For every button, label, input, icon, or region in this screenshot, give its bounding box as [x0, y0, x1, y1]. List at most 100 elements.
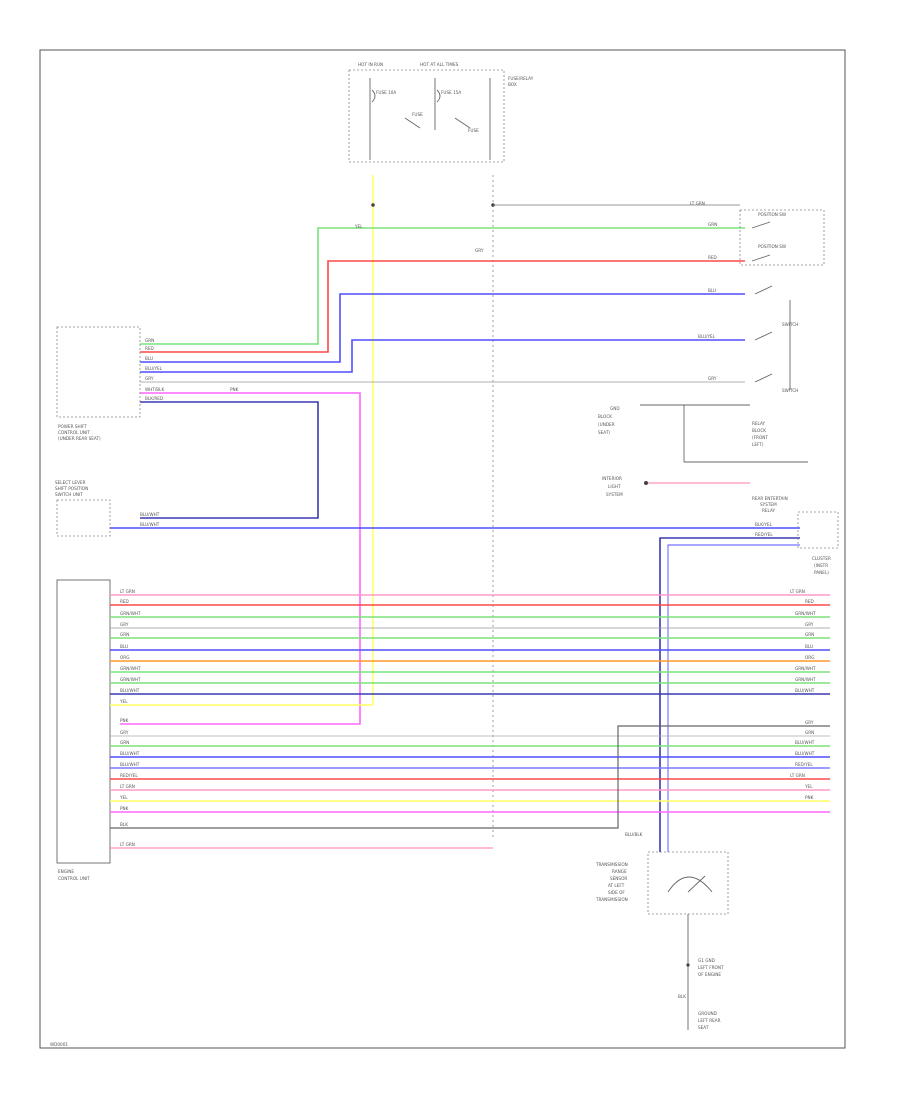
sw-label-3: SWITCH [782, 322, 798, 327]
ind-label-3: SYSTEM [606, 492, 623, 497]
gnd-label-2: BLOCK [598, 414, 612, 419]
rc-wire-1: BLK/YEL [755, 522, 773, 527]
svg-text:GRY: GRY [120, 730, 129, 735]
ss-label-2: RANGE [612, 869, 627, 874]
svg-text:BLU: BLU [120, 644, 128, 649]
relay-label-3: (FRONT [752, 435, 768, 440]
ss-label-4: AT LEFT [608, 883, 625, 888]
tr-label-4: BLU [708, 288, 716, 293]
diagram-frame [39, 49, 846, 1049]
fuse-label-4: FUSE [468, 128, 479, 133]
svg-text:GRN: GRN [805, 730, 814, 735]
svg-text:BLU/WHT: BLU/WHT [120, 751, 140, 756]
relay-label-2: BLOCK [752, 428, 766, 433]
svg-text:GROUND: GROUND [698, 1011, 717, 1016]
gnd-label-3: (UNDER [598, 422, 615, 427]
svg-text:GRY: GRY [120, 622, 129, 627]
svg-text:YEL: YEL [119, 699, 128, 704]
svg-text:GRN/WHT: GRN/WHT [120, 666, 141, 671]
sl-3: BLU [145, 356, 153, 361]
svg-text:PNK: PNK [120, 806, 129, 811]
right-unit: CLUSTER (INSTR PANEL) [812, 556, 831, 575]
svg-text:RED: RED [805, 599, 814, 604]
svg-text:OF ENGINE: OF ENGINE [698, 972, 721, 977]
sl-1: GRN [145, 338, 154, 343]
svg-text:ORG: ORG [120, 655, 129, 660]
fuse-label-1: FUSE 10A [376, 90, 396, 95]
speed-sensor: TRANSMISSION RANGE SENSOR AT LEFT SIDE O… [595, 851, 729, 1000]
ssu-wire-2: BLU/WHT [140, 522, 160, 527]
ss-label-6: TRANSMISSION [595, 897, 628, 902]
ss-label-3: SENSOR [610, 876, 627, 881]
ind-label-2: LIGHT [608, 484, 621, 489]
svg-text:RED: RED [120, 599, 129, 604]
ssu-label-1: SELECT LEVER [55, 480, 86, 485]
gnd-label-4: SEAT) [598, 430, 610, 435]
sw-label-2: POSITION SW [758, 244, 786, 249]
svg-text:G1 GND: G1 GND [698, 958, 715, 963]
gnd-label-1: GND [610, 406, 620, 411]
relay-label-4: LEFT) [752, 442, 764, 447]
shift-ctrl-label-1: POWER SHIFT [58, 424, 87, 429]
sw-label-1: POSITION SW [758, 212, 786, 217]
lower-left-labels: LT GRN RED GRN/WHT GRY GRN BLU ORG GRN/W… [119, 589, 141, 847]
power-label-4: BOX [508, 82, 517, 87]
wire-blue-down [667, 544, 800, 852]
svg-text:LT GRN: LT GRN [790, 589, 805, 594]
svg-text:BLU: BLU [805, 644, 813, 649]
svg-text:SEAT: SEAT [698, 1025, 709, 1030]
relay-label-1: RELAY [752, 421, 766, 426]
tr-label-2: GRN [708, 222, 717, 227]
misc-blk: BLK [678, 994, 686, 999]
svg-text:BLU/WHT: BLU/WHT [120, 688, 140, 693]
svg-text:GRY: GRY [805, 720, 814, 725]
right-connector: REAR ENTERTAIN SYSTEM RELAY BLK/YEL RED/… [752, 496, 839, 549]
svg-text:LT GRN: LT GRN [790, 773, 805, 778]
sl-6: WHT/BLK [145, 387, 164, 392]
sl-7: BLK/RED [145, 396, 163, 401]
svg-text:GRN/WHT: GRN/WHT [795, 666, 816, 671]
ref-code: WD0001 [50, 1042, 68, 1047]
power-label-3: FUSE/RELAY [508, 76, 534, 81]
svg-text:ORG: ORG [805, 655, 814, 660]
wire-darkblue [140, 401, 319, 519]
ru-label-3: PANEL) [814, 570, 829, 575]
svg-text:BLU/WHT: BLU/WHT [795, 751, 815, 756]
svg-text:BLK: BLK [120, 822, 128, 827]
svg-text:BLU/WHT: BLU/WHT [120, 762, 140, 767]
power-supply-box: HOT IN RUN HOT AT ALL TIMES FUSE/RELAY B… [348, 62, 534, 163]
wire-blue-2 [140, 339, 745, 373]
svg-text:LT GRN: LT GRN [120, 784, 135, 789]
splice-dot-1 [371, 203, 375, 207]
sl-4: BLU/YEL [145, 366, 163, 371]
tr-label-3: RED [708, 255, 717, 260]
svg-text:GRN/WHT: GRN/WHT [795, 677, 816, 682]
misc-yel: YEL [354, 224, 363, 229]
engine-control-unit: ENGINE CONTROL UNIT [56, 579, 111, 881]
svg-text:GRY: GRY [805, 622, 814, 627]
wire-red [140, 260, 745, 353]
wire-green [140, 227, 745, 345]
ecu-label-2: CONTROL UNIT [58, 876, 90, 881]
wire-blue [140, 293, 745, 363]
svg-text:GRN/WHT: GRN/WHT [120, 611, 141, 616]
misc-gry: GRY [475, 248, 484, 253]
ssu-label-2: SHIFT POSITION [55, 486, 88, 491]
bus-wires [110, 594, 830, 849]
svg-text:GRN: GRN [120, 632, 129, 637]
svg-text:LEFT REAR: LEFT REAR [698, 1018, 721, 1023]
fuse-label-3: FUSE [412, 112, 423, 117]
tr-label-6: GRY [708, 376, 717, 381]
svg-text:RED/YEL: RED/YEL [795, 762, 813, 767]
ind-label-1: INTERIOR [602, 476, 622, 481]
power-label-2: HOT AT ALL TIMES [420, 62, 459, 67]
svg-text:GRN: GRN [120, 740, 129, 745]
svg-text:GRN: GRN [805, 632, 814, 637]
tr-label-5: BLU/YEL [698, 334, 716, 339]
bus-20 [110, 725, 830, 829]
svg-text:LT GRN: LT GRN [120, 589, 135, 594]
svg-text:PNK: PNK [805, 795, 814, 800]
lower-right-labels: LT GRN RED GRN/WHT GRY GRN BLU ORG GRN/W… [790, 589, 816, 800]
rc-label-1: REAR ENTERTAIN [752, 496, 788, 501]
svg-text:YEL: YEL [804, 784, 813, 789]
